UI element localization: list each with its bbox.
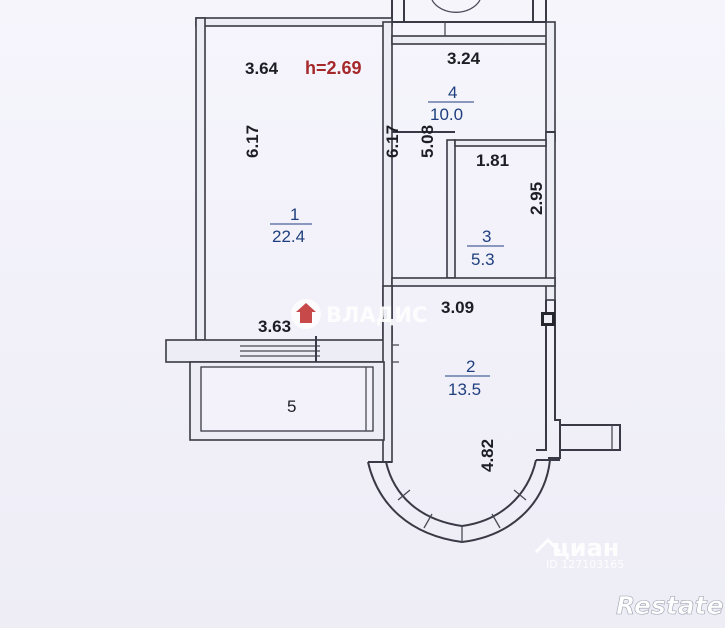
house-icon	[296, 303, 316, 323]
ceiling-height-label: h=2.69	[305, 58, 362, 78]
room-1-label: 1 22.4	[270, 205, 312, 246]
balcony	[189, 361, 385, 441]
dim-room1-left: 6.17	[243, 125, 262, 158]
room-1-area: 22.4	[272, 227, 305, 246]
room-4-number: 4	[448, 83, 457, 102]
dim-room2-bay: 4.82	[478, 439, 497, 472]
cian-id-text: ID 127103165	[546, 558, 624, 571]
restate-text: Restate	[616, 591, 724, 620]
room-3-number: 3	[482, 227, 491, 246]
dim-room3-top: 1.81	[476, 151, 509, 170]
bay-window	[367, 459, 560, 544]
dim-room1-top: 3.64	[245, 59, 279, 78]
room-4-area: 10.0	[430, 105, 463, 124]
dim-room3-side: 2.95	[527, 182, 546, 215]
room-2-area: 13.5	[448, 380, 481, 399]
dim-room1-right: 6.17	[383, 125, 402, 158]
top-corridor	[391, 0, 547, 23]
vladis-watermark: ВЛАДИС	[291, 299, 427, 329]
room-1-number: 1	[290, 205, 299, 224]
cian-roof-icon	[534, 537, 562, 554]
cian-watermark: циан ID 127103165	[534, 534, 624, 571]
vladis-text: ВЛАДИС	[326, 303, 427, 327]
cian-text: циан	[552, 534, 619, 562]
dim-room2-top: 3.09	[441, 298, 474, 317]
room-5-number: 5	[287, 397, 296, 416]
room-2-number: 2	[466, 357, 475, 376]
doors	[392, 22, 446, 363]
dim-room4-top: 3.24	[447, 49, 481, 68]
dim-room4-side: 5.08	[418, 125, 437, 158]
room-2-label: 2 13.5	[445, 357, 490, 399]
room-3-label: 3 5.3	[467, 227, 504, 269]
room-3-area: 5.3	[471, 250, 495, 269]
outer-walls	[165, 17, 621, 463]
restate-watermark: Restate	[616, 591, 724, 621]
room-4-label: 4 10.0	[428, 83, 474, 124]
dim-room1-bottom: 3.63	[258, 317, 291, 336]
